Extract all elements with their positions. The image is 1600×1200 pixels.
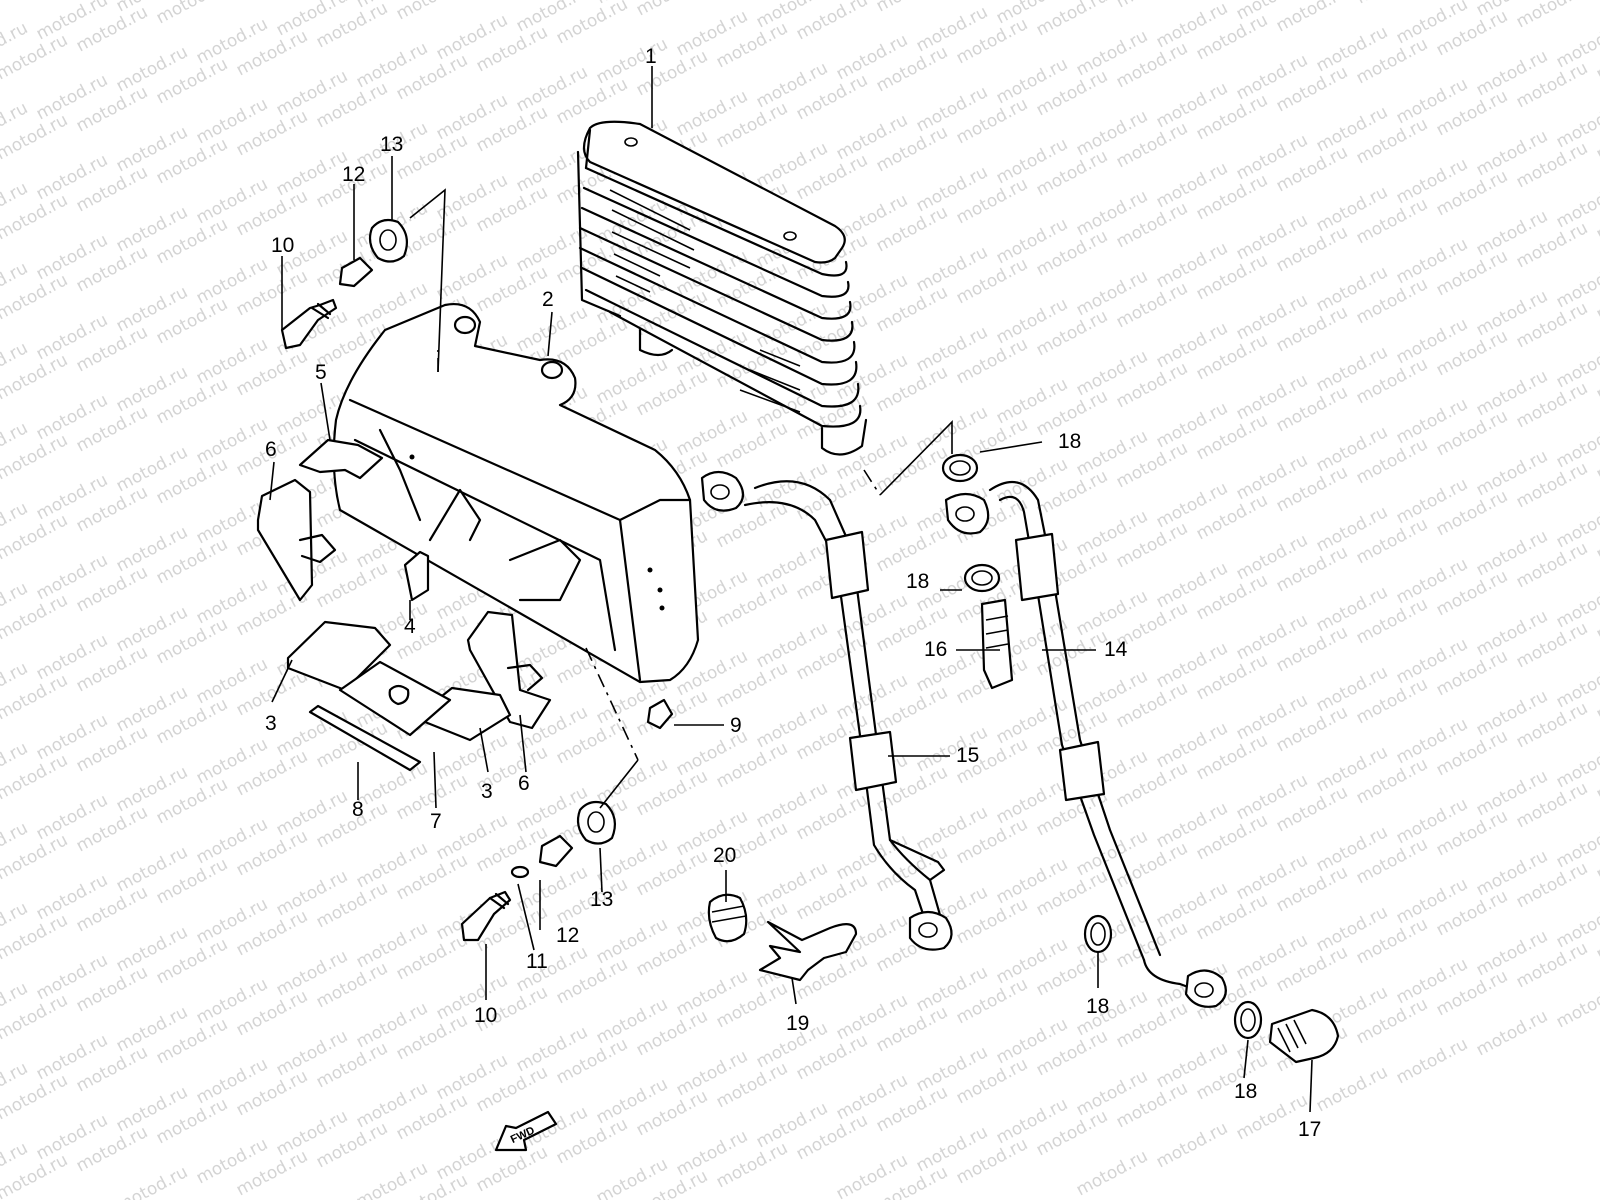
fasteners bbox=[280, 218, 674, 942]
oil-cooler bbox=[576, 120, 868, 456]
callout-2: 2 bbox=[542, 288, 554, 311]
watermark-text: motod.ru bbox=[393, 0, 471, 24]
washers-and-fittings bbox=[707, 453, 1340, 1064]
callout-18-a: 18 bbox=[1058, 430, 1081, 453]
watermark-text: motod.ru bbox=[1033, 0, 1111, 40]
watermark-text: motod.ru bbox=[1393, 1034, 1471, 1088]
callout-13-bottom: 13 bbox=[590, 888, 613, 911]
callout-8: 8 bbox=[352, 798, 364, 821]
oil-hose-14 bbox=[944, 480, 1227, 1008]
watermark-text: motod.ru bbox=[1593, 0, 1600, 4]
callout-10-top: 10 bbox=[271, 234, 294, 257]
callout-6-right: 6 bbox=[518, 772, 530, 795]
callout-7: 7 bbox=[430, 810, 442, 833]
watermark-text: motod.ru bbox=[1353, 0, 1431, 8]
watermark-text: motod.ru bbox=[1153, 1118, 1231, 1172]
watermark-text: motod.ru bbox=[1513, 0, 1591, 32]
strips bbox=[286, 620, 512, 772]
watermark-text: motod.ru bbox=[153, 0, 231, 28]
callout-18-d: 18 bbox=[1234, 1080, 1257, 1103]
callout-14: 14 bbox=[1104, 638, 1128, 661]
callout-4: 4 bbox=[404, 615, 416, 638]
leader-lines bbox=[269, 66, 1313, 1113]
callout-3-right: 3 bbox=[481, 780, 493, 803]
callout-13-top: 13 bbox=[380, 133, 403, 156]
callout-17: 17 bbox=[1298, 1118, 1321, 1141]
callout-19: 19 bbox=[786, 1012, 809, 1035]
watermark-text: motod.ru bbox=[0, 0, 71, 4]
watermark-text: motod.ru bbox=[1273, 0, 1351, 36]
callout-5: 5 bbox=[315, 361, 327, 384]
callout-1: 1 bbox=[645, 45, 657, 68]
callout-12-bottom: 12 bbox=[556, 924, 579, 947]
callout-labels: 1 2 3 3 4 5 6 6 7 8 9 10 10 11 12 12 13 … bbox=[265, 45, 1321, 1141]
cooler-bracket bbox=[332, 303, 700, 684]
callout-20: 20 bbox=[713, 844, 736, 867]
callout-6-left: 6 bbox=[265, 438, 277, 461]
cushions bbox=[256, 438, 552, 730]
callout-16: 16 bbox=[924, 638, 947, 661]
callout-10-bottom: 10 bbox=[474, 1004, 497, 1027]
callout-9: 9 bbox=[730, 714, 742, 737]
oil-hose-15 bbox=[700, 470, 953, 951]
watermark-text: motod.ru bbox=[633, 0, 711, 20]
callout-18-c: 18 bbox=[1086, 995, 1109, 1018]
callout-15: 15 bbox=[956, 744, 979, 767]
watermark-text: motod.ru bbox=[873, 0, 951, 16]
callout-3-left: 3 bbox=[265, 712, 277, 735]
watermark-text: motod.ru bbox=[1313, 1062, 1391, 1116]
assembly-lines bbox=[409, 188, 953, 809]
watermark-text: motod.ru bbox=[1073, 1146, 1151, 1200]
watermark-text: motod.ru bbox=[113, 1162, 191, 1200]
watermark-text: motod.ru bbox=[1113, 0, 1191, 12]
callout-12-top: 12 bbox=[342, 163, 365, 186]
callout-11: 11 bbox=[526, 950, 548, 973]
watermark-text: motod.ru bbox=[1553, 978, 1600, 1032]
callout-18-b: 18 bbox=[906, 570, 929, 593]
watermark-text: motod.ru bbox=[1473, 1006, 1551, 1060]
